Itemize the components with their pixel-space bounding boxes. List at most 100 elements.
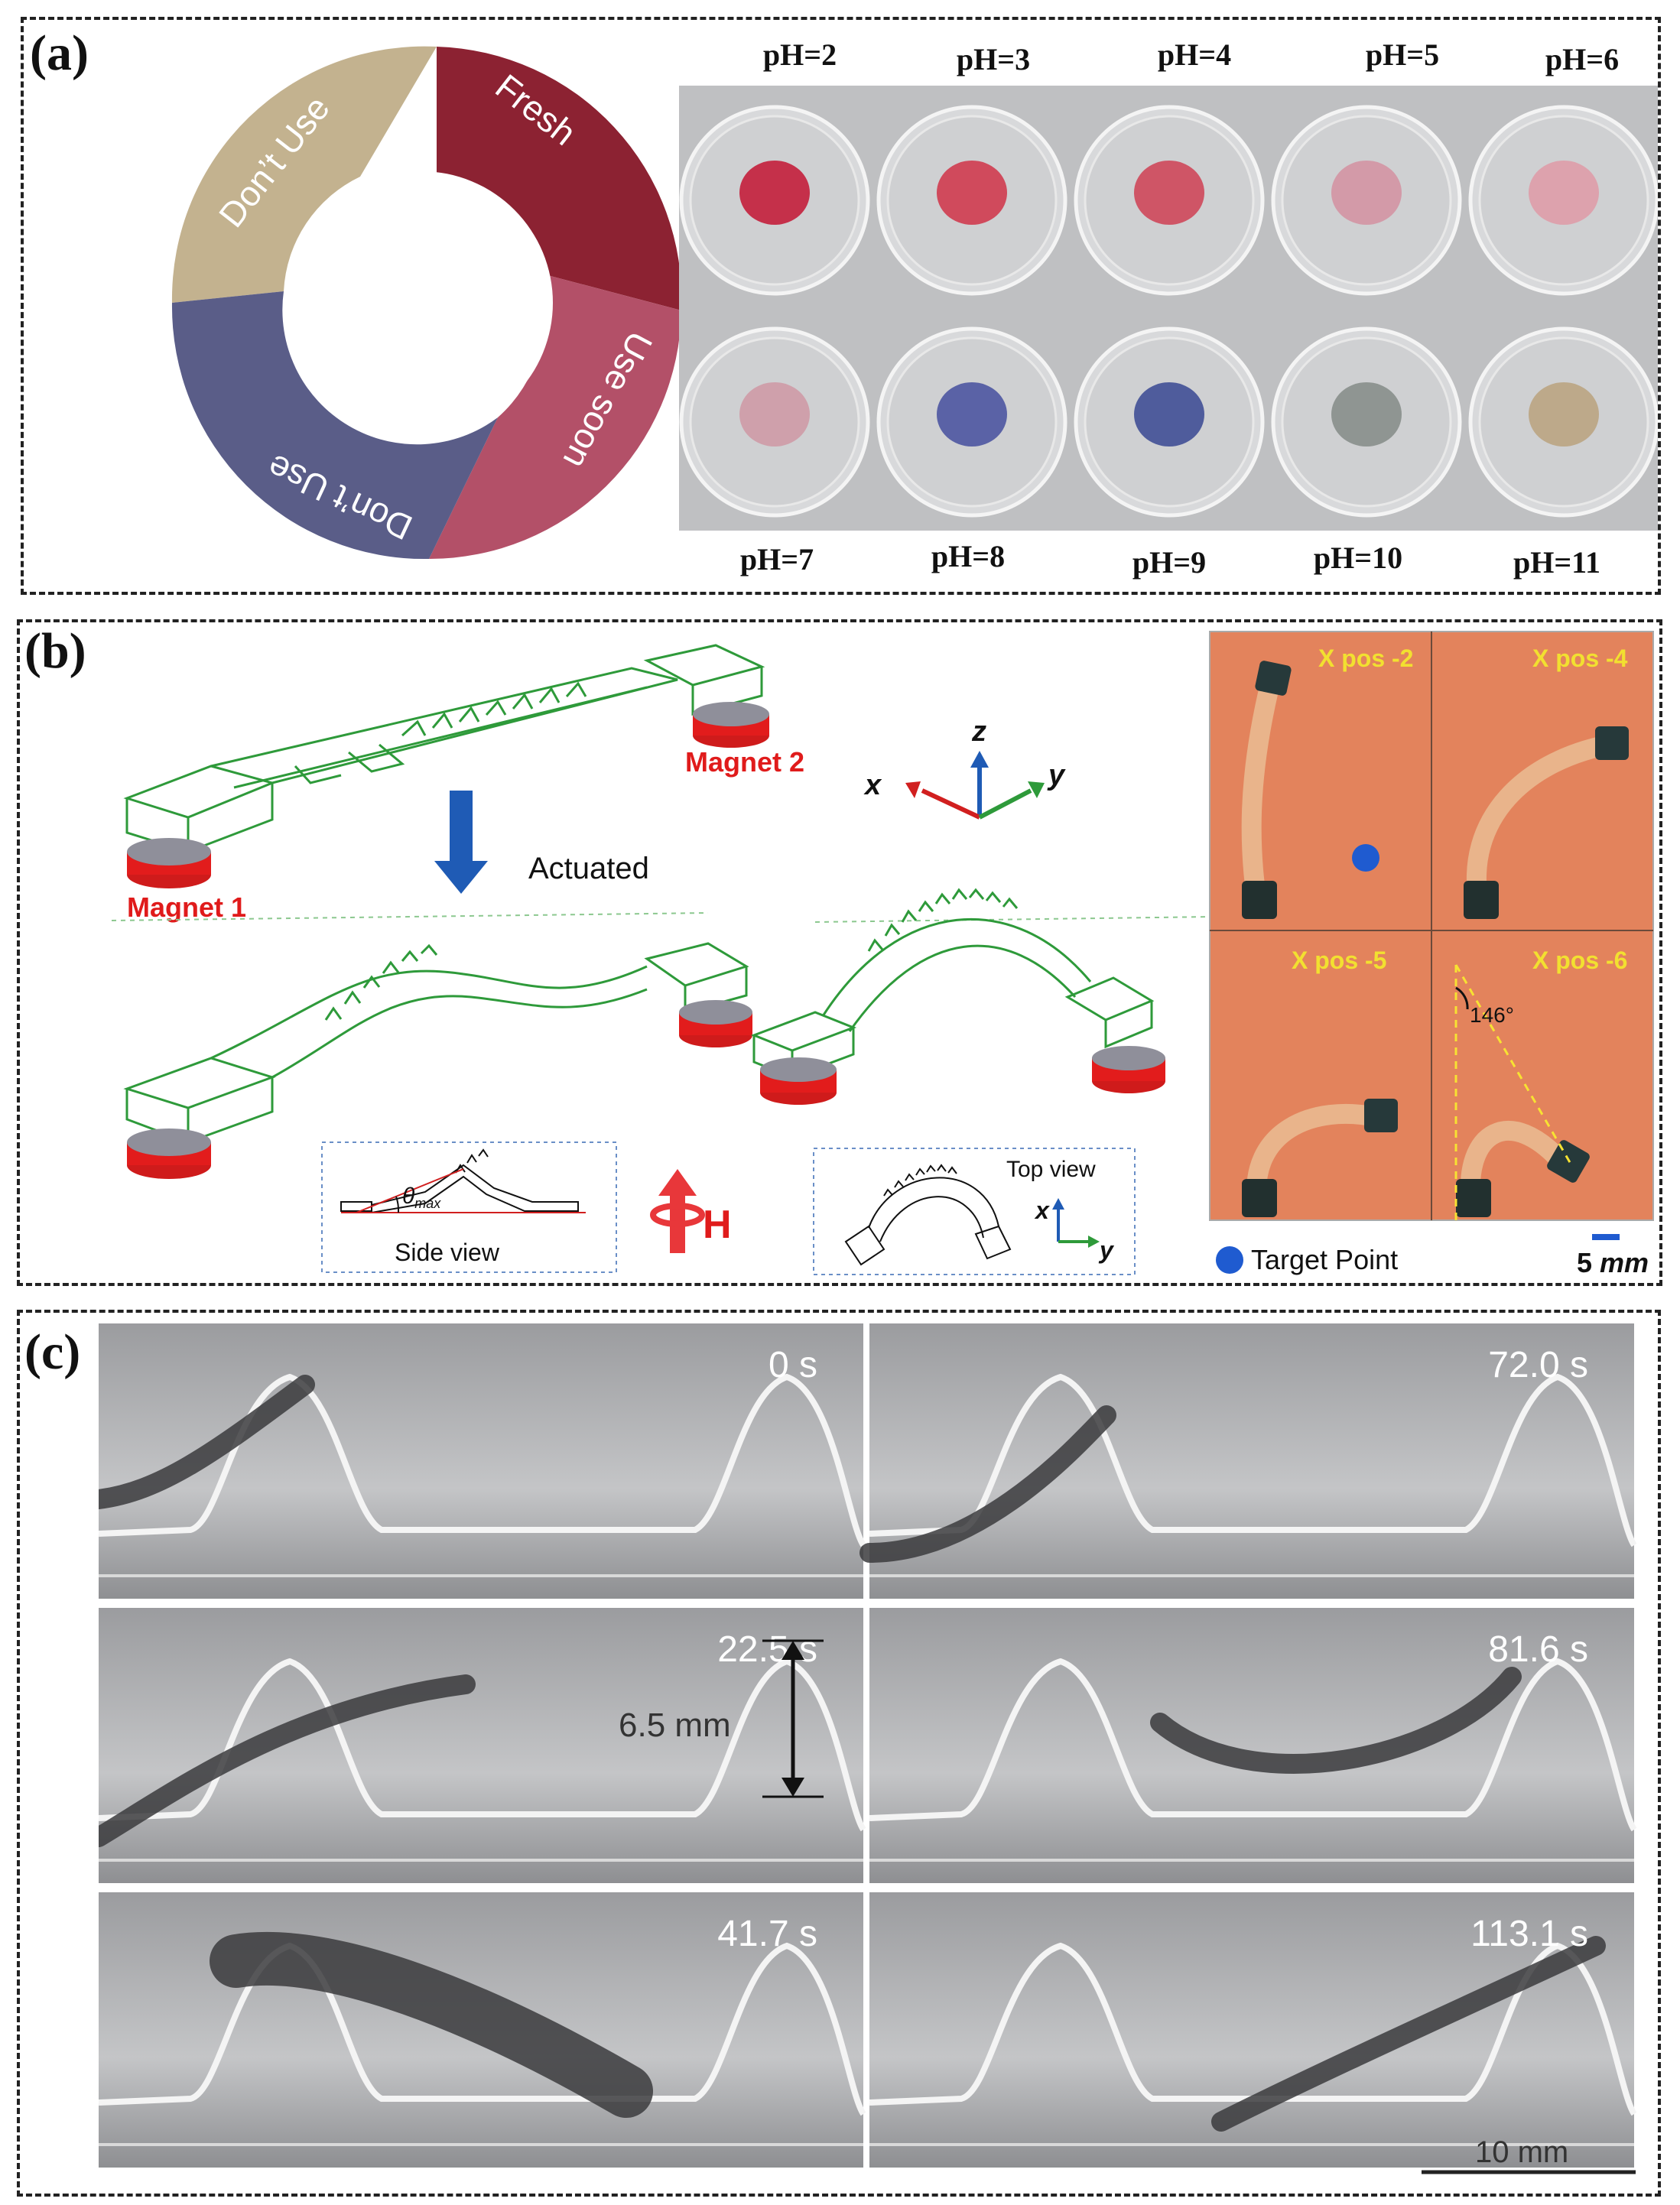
indicator-sample (739, 382, 810, 447)
ph-label-8: pH=8 (931, 539, 1006, 573)
field-h-label: H (703, 1203, 732, 1247)
panel-b: (b) Magnet 1 Magnet 2 Actuated (17, 619, 1662, 1286)
dish-row-bottom (679, 326, 1658, 518)
angle-label: 146° (1470, 1003, 1514, 1027)
top-axis-x-label: x (1034, 1197, 1050, 1224)
ring-segment-fresh (437, 47, 682, 310)
panel-c-label: (c) (24, 1324, 81, 1380)
ring-segment-use-soon (429, 272, 681, 559)
height-arrow (762, 1639, 824, 1798)
dish-top-4 (1271, 105, 1462, 296)
scale-bar-5mm (1592, 1234, 1620, 1240)
panel-c: (c) 0 s 22.5 s 41.7 s 72.0 s 81.6 s 113.1 s 6… (17, 1310, 1661, 2197)
target-point-legend-label: Target Point (1251, 1244, 1398, 1275)
time-label: 0 s (769, 1345, 817, 1385)
time-label: 22.5 s (717, 1629, 817, 1670)
microstructure-time-series: 0 s 22.5 s 41.7 s 72.0 s 81.6 s 113.1 s 6.5 m… (99, 1323, 1637, 2174)
side-view-label: Side view (395, 1239, 500, 1266)
target-point-marker (1352, 844, 1379, 872)
robot-position-photos: 146° X pos -2 X pos -4 X pos -5 X pos -6… (1209, 631, 1654, 1278)
time-frame: 41.7 s (99, 1892, 866, 2168)
side-view-sketch (340, 1148, 579, 1213)
photo-label-xpos-6: X pos -6 (1532, 947, 1627, 974)
time-frame: 0 s (99, 1323, 866, 1599)
indicator-sample (937, 382, 1007, 447)
svg-text:5 mm: 5 mm (1577, 1247, 1649, 1278)
indicator-sample (1529, 382, 1599, 447)
actuated-label: Actuated (528, 852, 649, 885)
top-view-inset (813, 1148, 1136, 1275)
axis-x-label: x (863, 769, 882, 801)
indicator-sample (739, 161, 810, 225)
dish-top-3 (1074, 105, 1265, 296)
time-label: 41.7 s (717, 1914, 817, 1954)
top-axis-y-label: y (1098, 1236, 1115, 1264)
magnet-2-label: Magnet 2 (685, 746, 804, 778)
theta-subscript: max (414, 1196, 441, 1211)
dish-bottom-1 (679, 326, 870, 518)
ring-segment-dont-use-tan (171, 46, 437, 304)
robot-initial-state (123, 644, 765, 854)
dish-top-2 (876, 105, 1067, 296)
dish-top-1 (679, 105, 870, 296)
magnetic-actuator-schematic: Magnet 1 Magnet 2 Actuated z x y (111, 644, 1213, 1275)
robot-actuated-front (750, 888, 1155, 1080)
actuation-arrow (434, 791, 488, 894)
magnet-1-label: Magnet 1 (127, 891, 246, 923)
svg-text:θmax: θmax (402, 1184, 441, 1211)
scale-bar-value: 5 (1577, 1247, 1592, 1278)
theta-symbol: θ (402, 1184, 415, 1209)
indicator-sample (1331, 161, 1402, 225)
dish-bottom-4 (1271, 326, 1462, 518)
ph-label-5: pH=5 (1365, 37, 1440, 72)
height-label: 6.5 mm (619, 1707, 731, 1744)
ph-label-7: pH=7 (739, 542, 814, 576)
indicator-sample (937, 161, 1007, 225)
target-point-legend-dot (1216, 1246, 1243, 1274)
top-view-label: Top view (1006, 1157, 1096, 1182)
dish-row-top (679, 105, 1658, 296)
panel-a: (a) Fresh Use soon Don’t Use Don’t Use p… (21, 17, 1661, 595)
petri-dish-photo (679, 86, 1658, 531)
dish-top-5 (1468, 105, 1658, 296)
indicator-sample (1134, 161, 1204, 225)
ph-label-10: pH=10 (1313, 541, 1403, 575)
axis-y-label: y (1047, 759, 1066, 791)
time-frame: 81.6 s (869, 1608, 1637, 1883)
ph-label-11: pH=11 (1513, 545, 1600, 580)
ph-label-6: pH=6 (1545, 42, 1620, 76)
xyz-axes-icon (905, 751, 1045, 820)
ph-label-2: pH=2 (762, 37, 837, 72)
time-label: 81.6 s (1488, 1629, 1588, 1670)
time-frame: 72.0 s (859, 1323, 1637, 1599)
time-label: 72.0 s (1488, 1345, 1588, 1385)
time-frame: 22.5 s (99, 1608, 866, 1883)
ring-hole (290, 171, 553, 434)
dish-bottom-5 (1468, 326, 1658, 518)
dish-bottom-3 (1074, 326, 1265, 518)
robot-actuated-state (123, 942, 749, 1145)
indicator-sample (1134, 382, 1204, 447)
panel-a-label: (a) (30, 25, 89, 81)
photo-label-xpos-5: X pos -5 (1292, 947, 1386, 974)
dish-bottom-2 (876, 326, 1067, 518)
magnetic-field-icon (650, 1169, 705, 1253)
ring-segment-dont-use-blue (171, 291, 498, 560)
axis-z-label: z (971, 716, 986, 748)
scale-bar-unit: mm (1600, 1247, 1649, 1278)
xy-axes-icon (1052, 1198, 1100, 1248)
time-frame: 113.1 s (869, 1892, 1637, 2168)
photo-label-xpos-2: X pos -2 (1318, 645, 1413, 672)
ph-label-3: pH=3 (956, 42, 1031, 76)
indicator-sample (1529, 161, 1599, 225)
panel-b-label: (b) (24, 623, 86, 679)
scale-bar-10mm-label: 10 mm (1475, 2135, 1568, 2169)
ph-label-4: pH=4 (1157, 37, 1232, 72)
photo-label-xpos-4: X pos -4 (1532, 645, 1628, 672)
top-view-sketch (844, 1164, 1012, 1266)
ph-label-9: pH=9 (1132, 545, 1207, 580)
side-view-inset (321, 1141, 617, 1273)
time-label: 113.1 s (1470, 1914, 1588, 1954)
indicator-sample (1331, 382, 1402, 447)
freshness-ring-diagram: Fresh Use soon Don’t Use Don’t Use (171, 46, 682, 560)
